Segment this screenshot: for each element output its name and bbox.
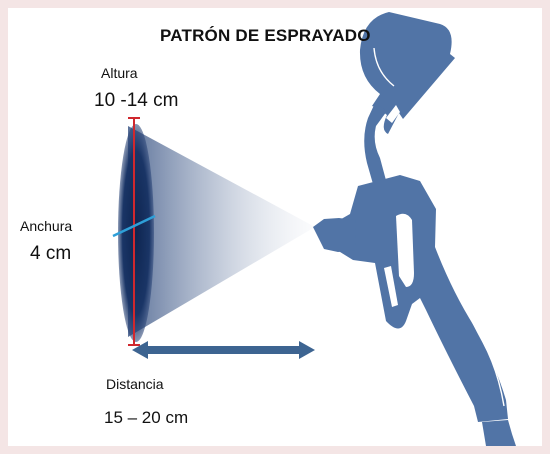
width-label: Anchura [20,218,73,234]
gun-body [332,175,508,422]
width-marker [112,214,156,238]
trigger-gap [384,266,398,307]
nozzle [313,218,356,252]
cup-highlight [373,47,395,87]
paint-cup [359,12,455,134]
distance-label: Distancia [106,376,164,392]
diagram-panel: PATRÓN DE ESPRAYADO Altura 10 -14 cm Anc… [8,8,542,446]
grip-highlight [439,249,505,407]
width-value: 4 cm [30,243,72,264]
distance-arrow [132,341,315,359]
spray-oval [118,124,154,342]
distance-value: 15 – 20 cm [104,408,189,427]
height-value: 10 -14 cm [94,90,179,111]
spray-gun [313,12,516,446]
spray-pattern-illustration [112,12,516,446]
spray-cone [128,126,315,337]
hose-fitting [482,420,516,446]
cup-window [386,105,400,123]
height-marker [128,117,140,346]
cup-neck [364,103,387,191]
diagram-title: PATRÓN DE ESPRAYADO [160,26,371,45]
gun-cutout [396,213,414,287]
height-label: Altura [101,65,138,81]
